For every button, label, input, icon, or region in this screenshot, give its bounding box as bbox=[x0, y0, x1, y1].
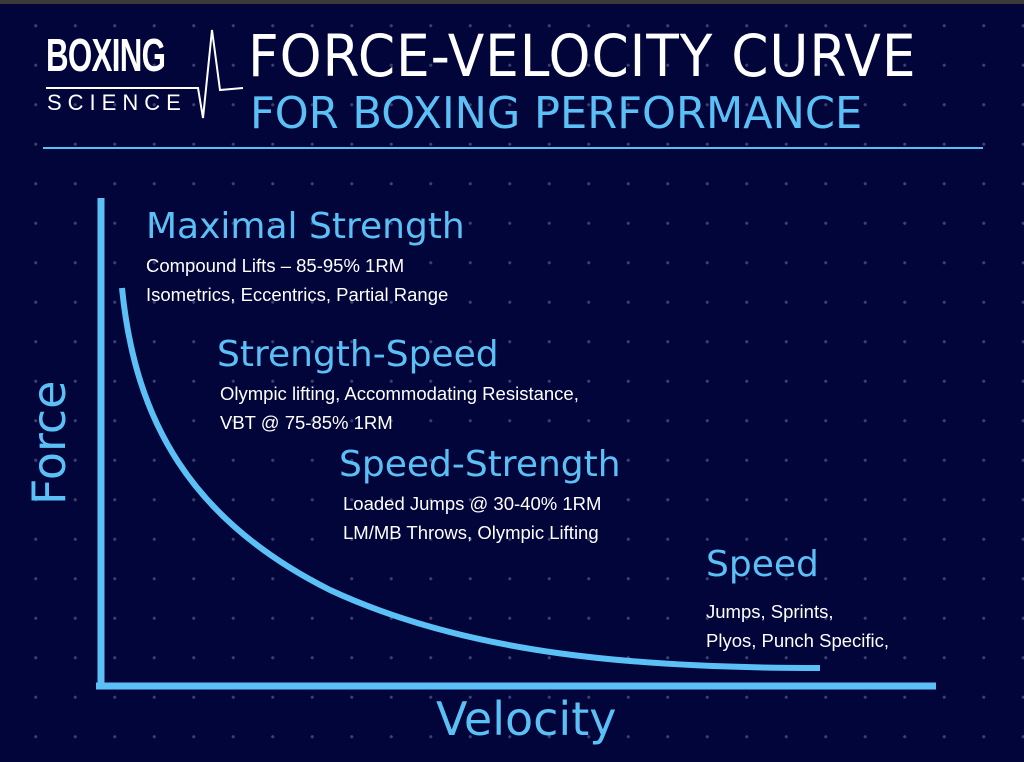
zone-maximal-strength: Maximal Strength Compound Lifts – 85-95%… bbox=[146, 206, 465, 309]
zone-detail: Loaded Jumps @ 30-40% 1RM bbox=[343, 493, 602, 514]
window-top-bar bbox=[0, 0, 1024, 4]
x-axis-label: Velocity bbox=[436, 692, 617, 746]
zone-heading: Strength-Speed bbox=[217, 334, 499, 375]
zone-heading: Speed bbox=[706, 544, 819, 585]
zone-detail: Olympic lifting, Accommodating Resistanc… bbox=[220, 383, 579, 404]
y-axis-label: Force bbox=[22, 380, 76, 505]
zone-speed-strength: Speed-Strength Loaded Jumps @ 30-40% 1RM… bbox=[339, 444, 621, 547]
zone-heading: Speed-Strength bbox=[339, 444, 621, 485]
zone-detail: VBT @ 75-85% 1RM bbox=[220, 412, 393, 433]
zone-detail: Jumps, Sprints, bbox=[706, 601, 834, 622]
force-velocity-curve bbox=[119, 287, 821, 671]
title-divider bbox=[43, 147, 983, 149]
title-line-1: FORCE-VELOCITY CURVE bbox=[248, 22, 917, 90]
zone-speed: Speed Jumps, Sprints, Plyos, Punch Speci… bbox=[706, 544, 889, 655]
zone-detail: Plyos, Punch Specific, bbox=[706, 630, 890, 651]
zone-detail: Compound Lifts – 85-95% 1RM bbox=[146, 255, 405, 276]
zone-detail: Isometrics, Eccentrics, Partial Range bbox=[146, 284, 449, 305]
title-line-2: FOR BOXING PERFORMANCE bbox=[250, 88, 863, 139]
dot-grid-background bbox=[0, 4, 1024, 762]
zone-detail: LM/MB Throws, Olympic Lifting bbox=[343, 522, 599, 543]
zone-heading: Maximal Strength bbox=[146, 206, 465, 247]
zone-strength-speed: Strength-Speed Olympic lifting, Accommod… bbox=[217, 334, 579, 437]
